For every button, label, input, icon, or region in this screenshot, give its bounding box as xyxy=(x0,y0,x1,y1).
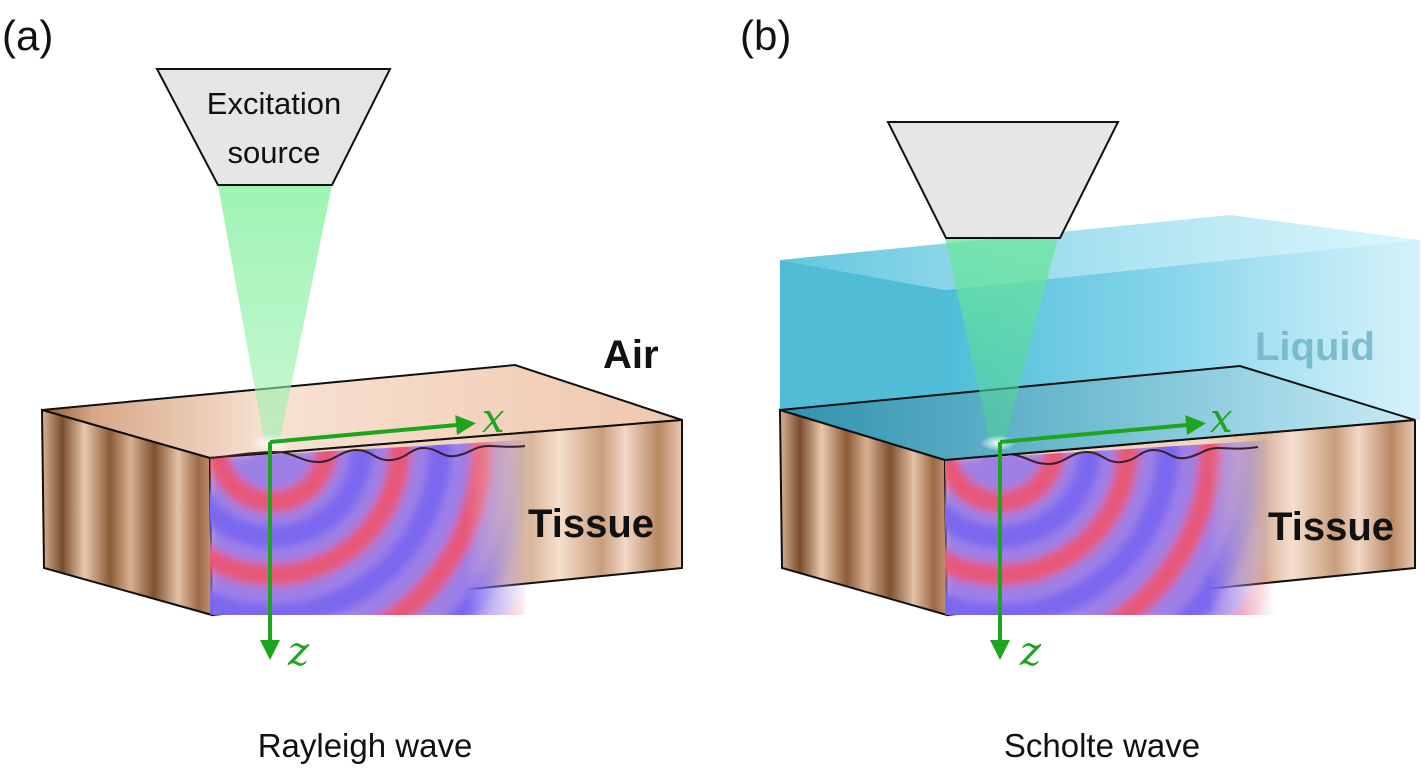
axes-a: x z xyxy=(260,396,505,675)
liquid-top-face xyxy=(780,215,1420,290)
surface-wave-line xyxy=(209,444,526,464)
x-axis-label-a: x xyxy=(482,396,505,442)
caption-a: Rayleigh wave xyxy=(258,727,473,764)
medium-label-liquid: Liquid xyxy=(1255,325,1375,369)
x-axis-arrow-a xyxy=(269,415,476,444)
tissue-block-a xyxy=(40,363,683,617)
excitation-beam-b xyxy=(945,238,1058,440)
panel-b-label: (b) xyxy=(740,12,791,59)
axes-b: x z xyxy=(990,396,1233,675)
panel-a-label: (a) xyxy=(2,12,53,59)
excitation-source-b xyxy=(886,121,1120,239)
medium-label-air: Air xyxy=(603,333,659,377)
z-axis-label-a: z xyxy=(287,629,310,675)
liquid-layer xyxy=(779,215,1420,462)
medium-label-tissue-a: Tissue xyxy=(528,502,654,546)
liquid-tissue-interface xyxy=(779,364,1416,462)
medium-label-tissue-b: Tissue xyxy=(1268,505,1394,549)
source-label-line1: Excitation xyxy=(207,86,341,121)
source-label-line2: source xyxy=(227,135,320,170)
z-axis-label-b: z xyxy=(1019,629,1042,675)
x-axis-arrow-b xyxy=(999,415,1206,444)
panel-b: (b) xyxy=(740,12,1420,764)
surface-wave-line-b xyxy=(944,446,1259,466)
excitation-source-a xyxy=(155,68,392,186)
x-axis-label-b: x xyxy=(1210,396,1233,442)
excitation-beam-a xyxy=(218,185,332,440)
caption-b: Scholte wave xyxy=(1004,727,1200,764)
panel-a: (a) Excitation xyxy=(2,12,683,764)
